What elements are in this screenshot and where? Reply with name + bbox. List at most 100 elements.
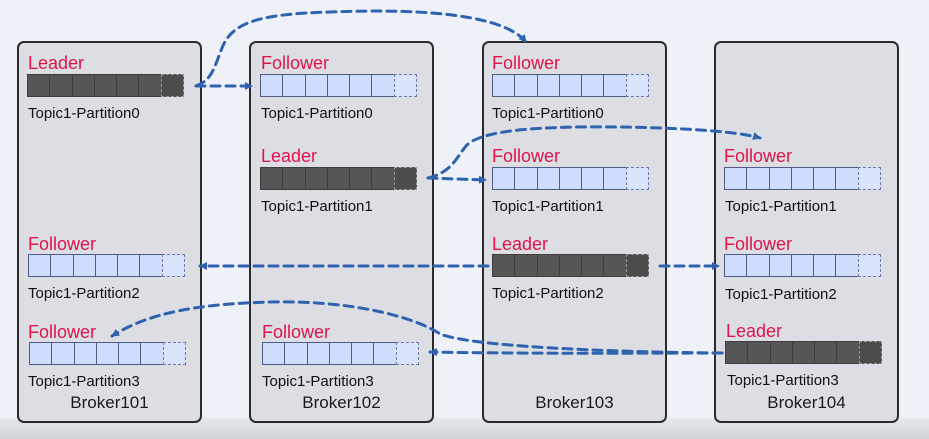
log-segment xyxy=(373,342,397,365)
replica-role: Leader xyxy=(261,146,318,166)
log-segment xyxy=(514,254,538,277)
log-segment xyxy=(835,254,859,277)
log-segment xyxy=(72,254,96,277)
partition-name: Topic1-Partition1 xyxy=(261,198,373,215)
replica-role: Leader xyxy=(28,53,85,73)
replica-role: Follower xyxy=(724,234,793,254)
log-segment xyxy=(725,341,749,364)
broker-label: Broker104 xyxy=(767,393,846,412)
log-segment xyxy=(492,254,516,277)
log-segment xyxy=(326,74,351,97)
replica-role: Leader xyxy=(726,321,783,341)
log-segment xyxy=(118,342,142,365)
log-segment xyxy=(790,254,815,277)
log-segment xyxy=(558,254,583,277)
partition-name: Topic1-Partition0 xyxy=(492,105,604,122)
replica-role: Follower xyxy=(261,53,330,73)
log-segment xyxy=(581,167,605,190)
log-segment xyxy=(514,74,538,97)
partition-name: Topic1-Partition2 xyxy=(28,285,140,302)
log-segment xyxy=(603,167,627,190)
partition-log xyxy=(29,342,187,365)
broker-104: Broker104 xyxy=(714,41,899,423)
log-segment xyxy=(625,167,650,190)
log-segment xyxy=(746,167,770,190)
log-segment xyxy=(747,341,771,364)
log-segment xyxy=(581,74,605,97)
log-segment xyxy=(328,342,353,365)
bottom-strip xyxy=(0,418,929,439)
log-segment xyxy=(49,74,73,97)
log-segment xyxy=(50,254,74,277)
log-segment xyxy=(51,342,75,365)
partition-log xyxy=(492,167,650,190)
broker-103: Broker103 xyxy=(482,41,667,423)
log-segment xyxy=(371,167,395,190)
log-segment xyxy=(536,254,560,277)
log-segment xyxy=(724,254,748,277)
log-segment xyxy=(536,74,560,97)
log-segment xyxy=(93,74,118,97)
log-segment xyxy=(116,74,140,97)
log-segment xyxy=(603,254,627,277)
partition-name: Topic1-Partition3 xyxy=(727,372,839,389)
log-segment xyxy=(73,342,97,365)
log-segment xyxy=(836,341,860,364)
log-segment xyxy=(514,167,538,190)
log-segment xyxy=(813,254,837,277)
partition-log xyxy=(260,167,418,190)
log-segment xyxy=(71,74,95,97)
log-segment xyxy=(262,342,286,365)
replica-role: Follower xyxy=(724,146,793,166)
log-segment xyxy=(492,167,516,190)
partition-name: Topic1-Partition2 xyxy=(492,285,604,302)
partition-log xyxy=(724,167,882,190)
log-segment xyxy=(138,74,162,97)
replica-role: Follower xyxy=(28,234,97,254)
log-segment xyxy=(140,342,164,365)
log-segment xyxy=(349,167,373,190)
log-segment xyxy=(304,167,328,190)
log-segment xyxy=(326,167,351,190)
log-segment xyxy=(28,254,52,277)
partition-name: Topic1-Partition3 xyxy=(28,373,140,390)
partition-name: Topic1-Partition2 xyxy=(725,286,837,303)
log-segment xyxy=(558,74,583,97)
log-segment xyxy=(814,341,838,364)
broker-label: Broker101 xyxy=(70,393,149,412)
log-segment xyxy=(117,254,141,277)
log-segment xyxy=(625,254,650,277)
partition-log xyxy=(27,74,185,97)
replica-role: Follower xyxy=(492,146,561,166)
log-segment xyxy=(306,342,330,365)
log-segment xyxy=(95,342,120,365)
log-segment xyxy=(139,254,163,277)
partition-name: Topic1-Partition1 xyxy=(725,198,837,215)
broker-label: Broker102 xyxy=(302,393,381,412)
log-segment xyxy=(603,74,627,97)
log-segment xyxy=(625,74,650,97)
partition-name: Topic1-Partition3 xyxy=(262,373,374,390)
replica-role: Follower xyxy=(492,53,561,73)
log-segment xyxy=(857,167,882,190)
partition-log xyxy=(725,341,883,364)
broker-102: Broker102 xyxy=(249,41,434,423)
log-segment xyxy=(29,342,53,365)
log-segment xyxy=(260,74,284,97)
log-segment xyxy=(724,167,748,190)
replication-arrow xyxy=(426,175,488,184)
log-segment xyxy=(162,342,187,365)
broker-label: Broker103 xyxy=(535,393,614,412)
log-segment xyxy=(790,167,815,190)
replica-role: Follower xyxy=(28,322,97,342)
partition-name: Topic1-Partition0 xyxy=(28,105,140,122)
partition-log xyxy=(492,254,650,277)
log-segment xyxy=(791,341,816,364)
log-segment xyxy=(282,167,306,190)
log-segment xyxy=(161,254,186,277)
log-segment xyxy=(768,254,792,277)
broker-101: Broker101 xyxy=(17,41,202,423)
partition-log xyxy=(724,254,882,277)
log-segment xyxy=(768,167,792,190)
log-segment xyxy=(393,74,418,97)
